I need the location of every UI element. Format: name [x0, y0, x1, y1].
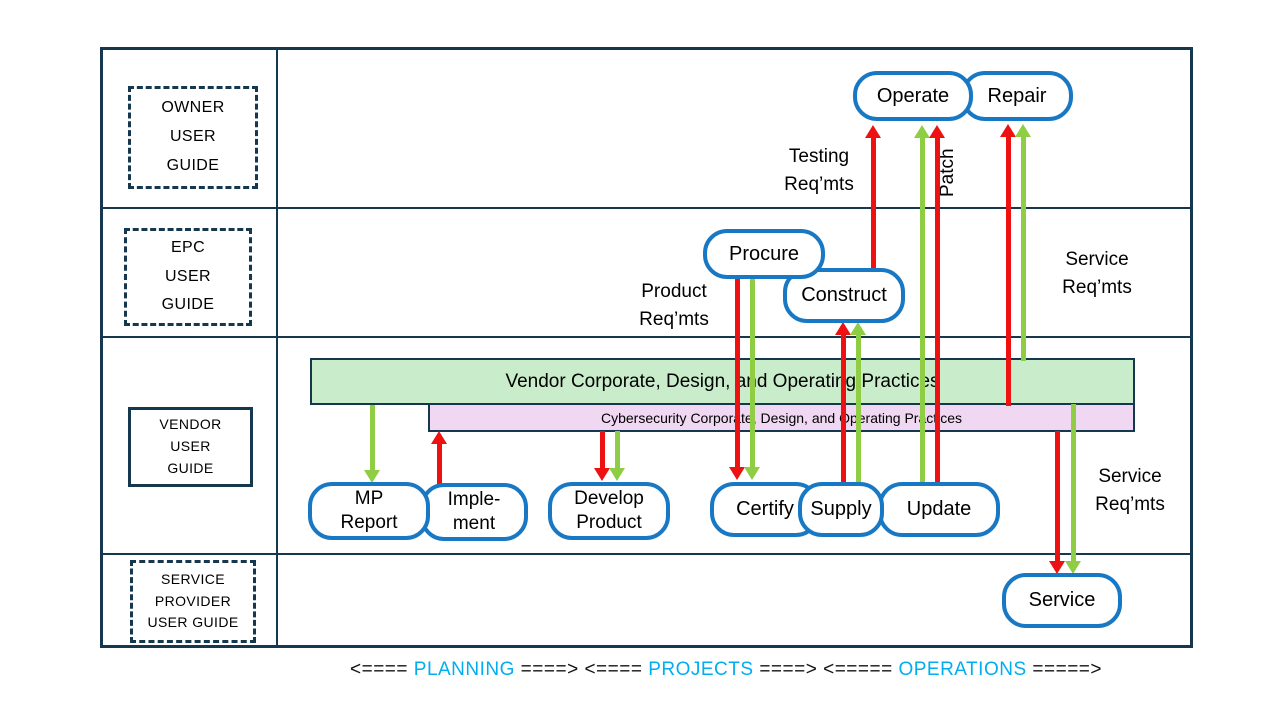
arrowhead-procure-to-certify-red — [729, 467, 745, 480]
lane-divider-vendor-service — [100, 553, 1193, 555]
label-service-reqmts-epc: Service Req’mts — [1062, 249, 1132, 298]
axis-segment: =====> — [1026, 659, 1102, 680]
arrow-implement-to-cyber-practices — [436, 442, 442, 487]
arrowhead-vendor-practices-to-mp-report — [364, 470, 380, 483]
arrowhead-procure-to-certify-green — [744, 467, 760, 480]
arrowhead-vendor-practices-to-repair-green — [1015, 124, 1031, 137]
arrowhead-update-to-operate-red — [929, 125, 945, 138]
phase-axis: <==== PLANNING ====> <==== PROJECTS ====… — [276, 659, 1176, 681]
axis-segment: OPERATIONS — [898, 659, 1027, 680]
label-product-reqmts: Product Req’mts — [639, 281, 709, 330]
node-update: Update — [878, 482, 1000, 537]
axis-segment: <==== — [350, 659, 414, 680]
swimlane-frame — [100, 47, 1193, 648]
arrowhead-cyber-practices-to-repair-red — [1000, 124, 1016, 137]
lane-label-owner: OWNER USER GUIDE — [128, 86, 258, 189]
arrowhead-vendor-practices-to-service-green — [1065, 561, 1081, 574]
arrowhead-cyber-practices-to-develop-product-red — [594, 468, 610, 481]
node-procure: Procure — [703, 229, 825, 279]
node-implement: Imple- ment — [420, 483, 528, 541]
label-service-reqmts-vendor: Service Req’mts — [1095, 466, 1165, 515]
arrow-cyber-practices-to-repair-red — [1005, 135, 1011, 406]
axis-segment: ====> <===== — [753, 659, 899, 680]
arrowhead-supply-to-construct-green — [850, 322, 866, 335]
node-repair: Repair — [961, 71, 1073, 121]
arrowhead-update-to-operate-green — [914, 125, 930, 138]
label-patch: Patch — [937, 148, 958, 198]
lane-label-vendor: VENDOR USER GUIDE — [128, 407, 253, 487]
node-supply: Supply — [798, 482, 884, 537]
arrowhead-implement-to-cyber-practices — [431, 431, 447, 444]
arrowhead-cyber-practices-to-service-red — [1049, 561, 1065, 574]
arrow-update-to-operate-green — [919, 136, 925, 484]
arrow-vendor-practices-to-repair-green — [1020, 135, 1026, 361]
lane-label-epc: EPC USER GUIDE — [124, 228, 252, 326]
label-column-divider — [276, 47, 278, 648]
arrow-cyber-practices-to-develop-product-green — [614, 431, 620, 470]
label-testing-reqmts: Testing Req’mts — [784, 146, 854, 195]
axis-segment: PLANNING — [413, 659, 515, 680]
vendor-practices-bar: Vendor Corporate, Design, and Operating … — [310, 358, 1135, 405]
lane-divider-owner-epc — [100, 207, 1193, 209]
arrow-vendor-practices-to-mp-report — [369, 405, 375, 472]
arrow-procure-to-certify-red — [734, 272, 740, 469]
node-certify: Certify — [710, 482, 820, 537]
node-service: Service — [1002, 573, 1122, 628]
node-mp-report: MP Report — [308, 482, 430, 540]
arrow-cyber-practices-to-service-red — [1054, 431, 1060, 563]
node-operate: Operate — [853, 71, 973, 121]
arrow-supply-to-construct-red — [840, 333, 846, 484]
arrowhead-cyber-practices-to-develop-product-green — [609, 468, 625, 481]
arrowhead-supply-to-construct-red — [835, 322, 851, 335]
node-develop-product: Develop Product — [548, 482, 670, 540]
arrow-construct-to-operate-red — [870, 136, 876, 270]
arrow-cyber-practices-to-develop-product-red — [599, 431, 605, 470]
arrow-procure-to-certify-green — [749, 272, 755, 469]
cybersecurity-practices-bar: Cybersecurity Corporate, Design, and Ope… — [428, 403, 1135, 432]
arrow-vendor-practices-to-service-green — [1070, 404, 1076, 563]
lane-label-service-provider: SERVICE PROVIDER USER GUIDE — [130, 560, 256, 643]
axis-segment: PROJECTS — [648, 659, 754, 680]
arrow-update-to-operate-red — [934, 136, 940, 484]
axis-segment: ====> <==== — [514, 659, 649, 680]
lane-divider-epc-vendor — [100, 336, 1193, 338]
arrowhead-construct-to-operate-red — [865, 125, 881, 138]
arrow-supply-to-construct-green — [855, 333, 861, 484]
